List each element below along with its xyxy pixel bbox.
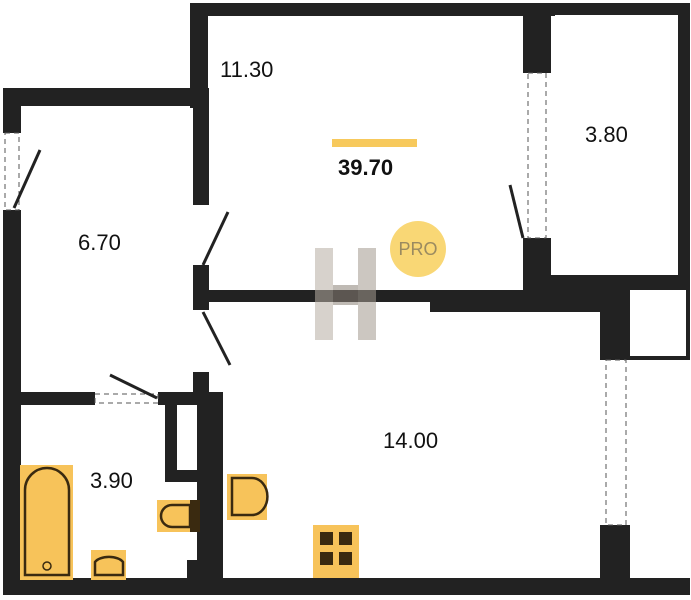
room-area-label: 3.90 [90,468,133,493]
pro-badge: PRO [390,221,446,277]
room-area-label: 11.30 [220,57,274,82]
total-area-accent-bar [332,139,417,147]
room-area-label: 3.80 [585,122,628,147]
logo-mark [315,248,376,340]
fixtures [20,465,359,580]
windows [4,72,627,526]
room-area-label: 6.70 [78,230,121,255]
walls [3,3,690,595]
total-area: 39.70 [338,155,394,180]
doors [12,149,525,400]
room-area-label: 14.00 [383,428,439,453]
